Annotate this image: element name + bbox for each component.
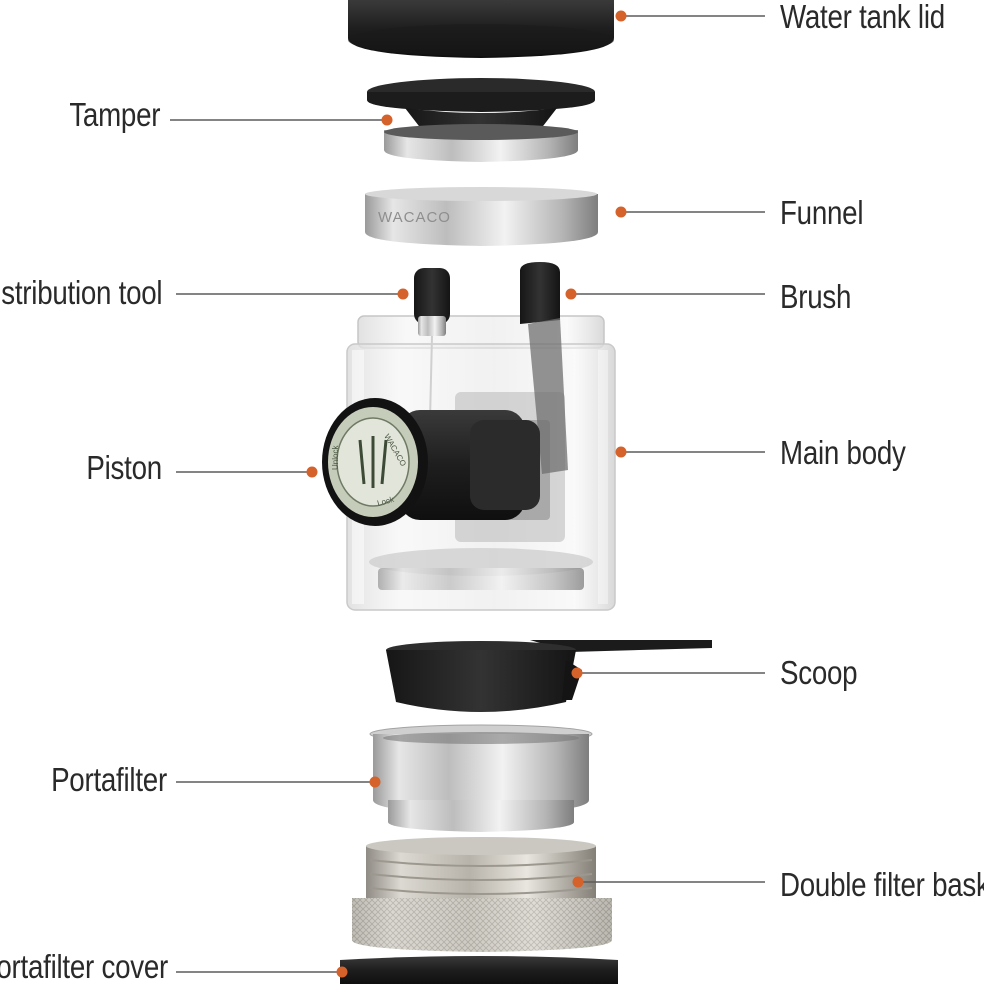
label-main-body: Main body <box>780 434 906 471</box>
dot-brush <box>565 288 577 300</box>
distribution-tool-part <box>414 268 450 421</box>
label-tamper: Tamper <box>69 96 160 133</box>
label-water-tank-lid: Water tank lid <box>780 0 945 35</box>
water-tank-lid-part <box>348 0 614 58</box>
tamper-part <box>367 78 595 162</box>
funnel-brand-text: WACACO <box>378 209 451 226</box>
dot-portafilter <box>369 776 381 788</box>
dot-distribution-tool <box>397 288 409 300</box>
label-brush: Brush <box>780 278 852 315</box>
portafilter-part <box>369 724 593 832</box>
leader-lines <box>170 10 765 978</box>
scoop-part <box>386 640 712 712</box>
brush-part <box>520 262 568 474</box>
piston-unlock-text: Unlock <box>331 445 340 470</box>
dot-piston <box>306 466 318 478</box>
dot-funnel <box>615 206 627 218</box>
label-portafilter-cover: Portafilter cover <box>0 948 168 984</box>
double-filter-basket-part <box>352 837 612 952</box>
funnel-part: WACACO <box>365 187 598 246</box>
label-double-filter-basket: Double filter basket <box>780 866 984 903</box>
dot-tamper <box>381 114 393 126</box>
label-funnel: Funnel <box>780 194 864 231</box>
dot-water-tank-lid <box>615 10 627 22</box>
piston-part: WACACO Lock Unlock <box>322 398 540 526</box>
portafilter-cover-part <box>340 956 618 984</box>
dot-double-filter-basket <box>572 876 584 888</box>
dot-main-body <box>615 446 627 458</box>
label-distribution-tool: Distribution tool <box>0 274 162 311</box>
label-scoop: Scoop <box>780 654 858 691</box>
dot-portafilter-cover <box>336 966 348 978</box>
dot-scoop <box>571 667 583 679</box>
label-portafilter: Portafilter <box>51 761 167 798</box>
piston-lock-text: Lock <box>376 495 396 508</box>
label-piston: Piston <box>86 449 162 486</box>
